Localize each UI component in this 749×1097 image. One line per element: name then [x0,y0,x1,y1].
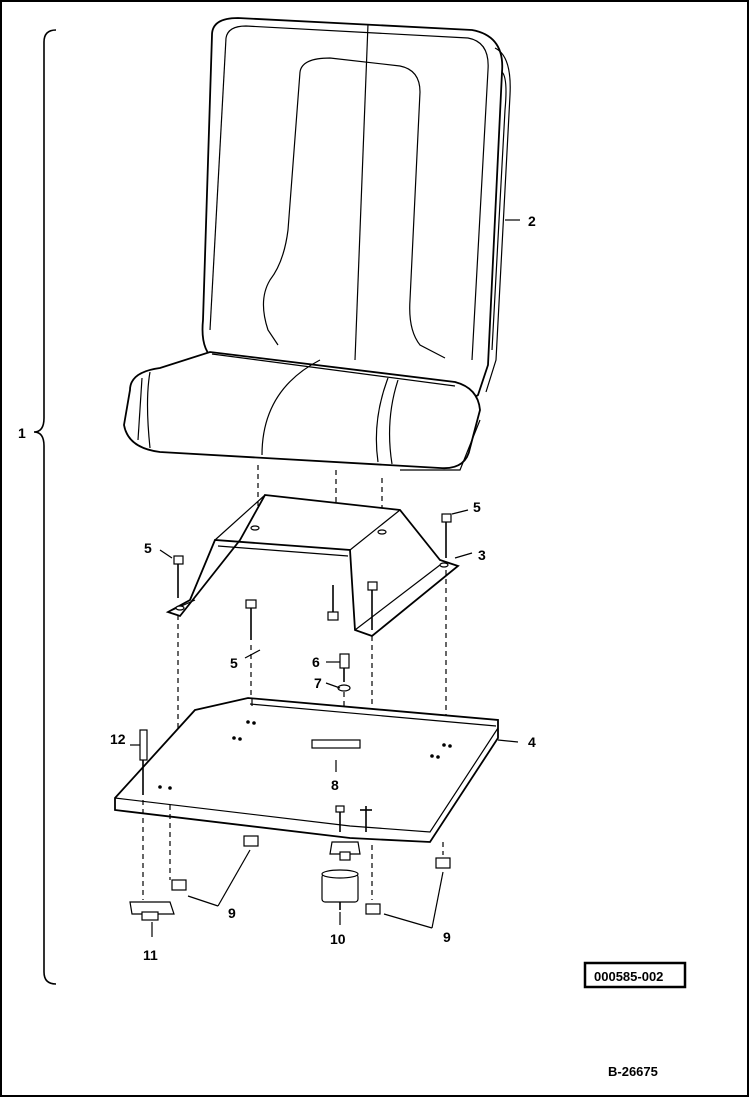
leader-7 [325,682,341,689]
callout-12: 12 [110,731,126,747]
leader-9a2 [217,849,251,907]
leader-9a [187,895,219,907]
isolator-bracket [329,841,361,861]
callout-11: 11 [143,947,158,963]
washer-7 [337,684,351,692]
callout-4: 4 [528,734,536,750]
callout-9-right: 9 [443,929,451,945]
nut-9-a [243,835,259,847]
bolt-5-right [441,513,452,558]
nut-9-b [171,879,187,891]
bracket-11 [129,901,175,921]
callout-5-right: 5 [473,499,481,515]
drawing-ref-text: 000585-002 [594,969,663,984]
isolator-10 [321,869,359,910]
leader-9b [383,913,433,929]
callout-5-left: 5 [144,540,152,556]
callout-5-lower: 5 [230,655,238,671]
nut-9-c [435,857,451,869]
seat-mount-bracket [165,494,460,638]
callout-6: 6 [312,654,320,670]
bolt-8 [335,805,345,832]
screw-8b [360,806,372,832]
leader-9b2 [431,871,444,929]
callout-3: 3 [478,547,486,563]
bolt-5-lower-a [245,599,257,640]
leader-4 [497,739,519,743]
callout-2: 2 [528,213,536,229]
seat [123,17,511,471]
callout-1: 1 [18,425,26,441]
nut-9-d [365,903,381,915]
leader-5b [159,549,173,559]
drawing-reference: 000585-002 [583,961,687,989]
base-plate [114,697,499,843]
bolt-5-lower-b [327,585,339,621]
page-reference: B-26675 [608,1064,658,1079]
callout-9-left: 9 [228,905,236,921]
assembly-bracket [33,29,57,985]
bolt-6 [339,653,350,682]
bolt-5-left [173,555,184,598]
bolt-5-mid [367,581,378,630]
leader-5a [451,509,469,515]
leader-3 [454,552,473,559]
callout-10: 10 [330,931,346,947]
callout-8: 8 [331,777,339,793]
leader-5c [244,649,261,659]
callout-7: 7 [314,675,322,691]
